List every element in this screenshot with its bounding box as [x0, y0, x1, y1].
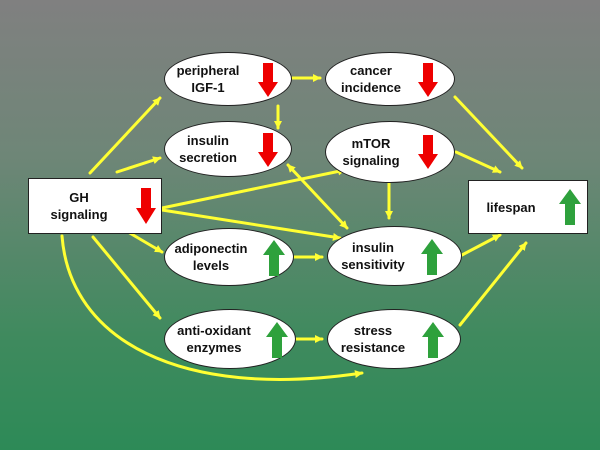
edge-gh-to-igf1: [88, 96, 162, 175]
node-gh-signaling: GH signaling: [28, 178, 162, 234]
node-adiponectin-levels-line1: adiponectin: [174, 241, 248, 256]
node-cancer-incidence-line1: cancer: [350, 63, 392, 78]
arrow-up-icon: [559, 189, 581, 225]
arrow-down-icon: [136, 188, 156, 224]
node-cancer-incidence-label: cancer incidence: [326, 62, 416, 96]
node-mtor-signaling-label: mTOR signaling: [326, 135, 416, 169]
edge-mtor-to-lifespan: [454, 150, 502, 174]
arrow-down-icon: [418, 63, 438, 97]
node-stress-resistance-label: stress resistance: [328, 322, 418, 356]
node-gh-signaling-label: GH signaling: [29, 189, 129, 223]
node-adiponectin-levels-label: adiponectin levels: [165, 240, 257, 274]
node-lifespan-label: lifespan: [469, 199, 553, 216]
edge-gh-to-adiponectin: [126, 230, 164, 254]
node-antioxidant-enzymes-line2: enzymes: [186, 340, 242, 355]
edge-stress-resistance-to-lifespan: [458, 241, 528, 327]
edge-insulin-sensitivity-to-lifespan: [460, 233, 502, 257]
edge-gh-to-insulin-sensitivity: [160, 208, 342, 241]
edge-gh-to-stress-resistance: [60, 234, 364, 381]
arrow-up-icon: [421, 239, 443, 275]
arrow-up-icon: [422, 322, 444, 358]
arrow-down-icon: [258, 63, 278, 97]
arrow-down-icon: [418, 135, 438, 169]
node-adiponectin-levels: adiponectin levels: [164, 228, 294, 286]
node-insulin-sensitivity-line1: insulin: [352, 240, 394, 255]
node-insulin-sensitivity-line2: sensitivity: [341, 257, 405, 272]
node-lifespan: lifespan: [468, 180, 588, 234]
node-stress-resistance-line1: stress: [353, 323, 393, 338]
node-cancer-incidence-line2: incidence: [341, 80, 401, 95]
node-peripheral-igf1-line1: peripheral: [176, 63, 240, 78]
node-insulin-sensitivity-label: insulin sensitivity: [328, 239, 418, 273]
arrow-up-icon: [266, 322, 288, 358]
arrow-down-icon: [258, 133, 278, 167]
node-adiponectin-levels-line2: levels: [192, 258, 230, 273]
node-peripheral-igf1-label: peripheral IGF-1: [165, 62, 251, 96]
arrow-up-icon: [263, 240, 285, 276]
edge-insulin-secretion-to-sensitivity: [286, 163, 349, 230]
edge-gh-to-antioxidant: [91, 235, 162, 320]
node-gh-signaling-line2: signaling: [50, 207, 108, 222]
node-mtor-signaling: mTOR signaling: [325, 121, 455, 183]
node-peripheral-igf1-line2: IGF-1: [191, 80, 225, 95]
node-stress-resistance-line2: resistance: [340, 340, 406, 355]
edge-gh-to-mtor: [160, 167, 347, 210]
node-insulin-secretion-label: insulin secretion: [165, 132, 251, 166]
node-lifespan-line1: lifespan: [486, 199, 536, 215]
edge-gh-to-insulin-secretion: [115, 156, 162, 174]
node-cancer-incidence: cancer incidence: [325, 52, 455, 106]
node-antioxidant-enzymes: anti-oxidant enzymes: [164, 309, 296, 369]
node-gh-signaling-line1: GH: [69, 190, 89, 205]
node-insulin-secretion-line2: secretion: [179, 150, 237, 165]
node-insulin-secretion-line1: insulin: [187, 133, 229, 148]
node-antioxidant-enzymes-line1: anti-oxidant: [177, 323, 251, 338]
node-insulin-sensitivity: insulin sensitivity: [327, 226, 462, 286]
node-antioxidant-enzymes-label: anti-oxidant enzymes: [165, 322, 263, 356]
node-peripheral-igf1: peripheral IGF-1: [164, 52, 292, 106]
node-insulin-secretion: insulin secretion: [164, 121, 292, 177]
node-mtor-signaling-line1: mTOR: [351, 136, 391, 151]
node-mtor-signaling-line2: signaling: [342, 153, 400, 168]
node-stress-resistance: stress resistance: [327, 309, 461, 369]
edge-cancer-to-lifespan: [453, 95, 524, 170]
